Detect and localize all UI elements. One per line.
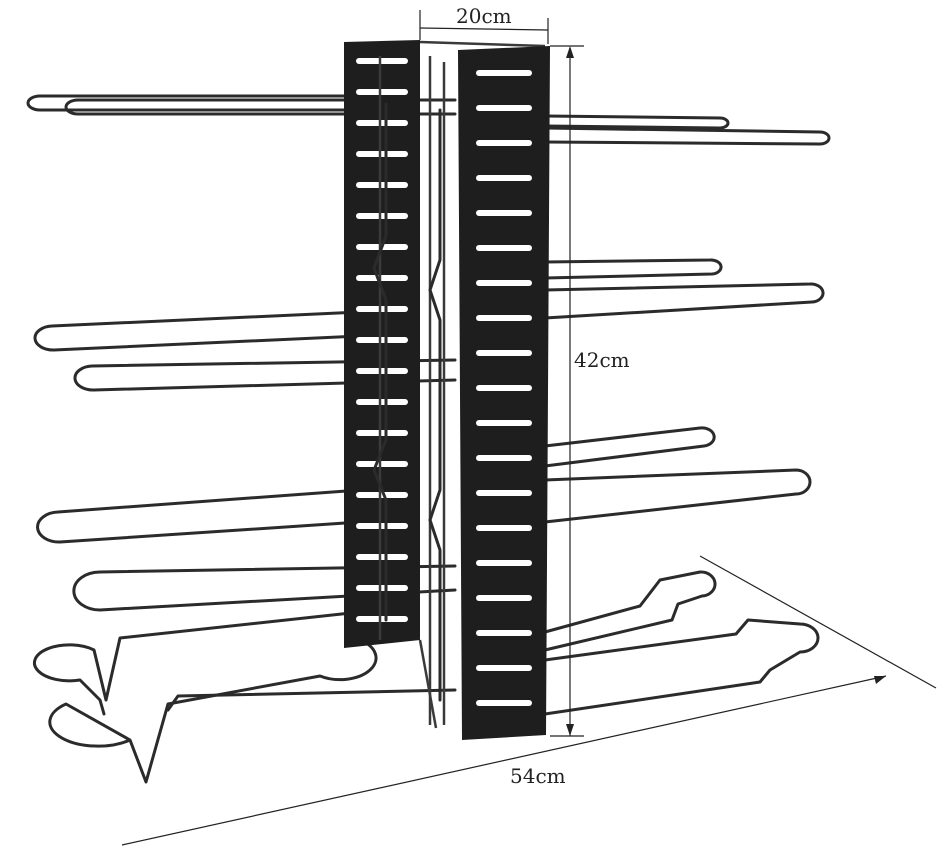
- height-label: 42cm: [574, 348, 630, 372]
- back-slot-13: [356, 461, 408, 467]
- front-slot-2: [476, 140, 532, 146]
- back-slot-4: [356, 182, 408, 188]
- front-slot-16: [476, 630, 532, 636]
- back-slot-1: [356, 89, 408, 95]
- right-arm-loop-4: [543, 282, 825, 320]
- dimension-lines: [121, 10, 937, 846]
- left-arm-hook-2: [48, 638, 378, 784]
- right-arm-loop-5: [543, 426, 716, 468]
- back-slot-14: [356, 492, 408, 498]
- adjuster-rod-2: [428, 108, 442, 702]
- front-slot-7: [476, 315, 532, 321]
- back-slot-12: [356, 430, 408, 436]
- front-slot-5: [476, 245, 532, 251]
- back-slot-3: [356, 151, 408, 157]
- front-slot-14: [476, 560, 532, 566]
- right-arm-loop-6: [543, 468, 812, 524]
- left-arm-loop-4: [73, 358, 457, 392]
- right-arm-loop-1: [543, 114, 730, 130]
- back-panel: [344, 40, 420, 648]
- frame-rods: [372, 40, 546, 729]
- front-slot-4: [476, 210, 532, 216]
- back-slot-11: [356, 399, 408, 405]
- back-slot-16: [356, 554, 408, 560]
- right-shelf-arms: [543, 114, 831, 716]
- depth-dimension-line: [121, 675, 887, 846]
- left-arm-loop-2: [64, 98, 457, 116]
- front-slot-11: [476, 455, 532, 461]
- right-arm-hook-2: [543, 618, 820, 716]
- back-slot-17: [356, 585, 408, 591]
- back-slot-2: [356, 120, 408, 126]
- front-slot-18: [476, 700, 532, 706]
- width-dimension-line: [419, 27, 549, 31]
- right-arm-hook-1: [543, 570, 717, 652]
- back-slot-7: [356, 275, 408, 281]
- front-panel: [458, 46, 550, 740]
- left-arm-hook-3: [166, 688, 457, 712]
- front-slot-12: [476, 490, 532, 496]
- left-arm-loop-1: [26, 94, 362, 112]
- front-slot-3: [476, 175, 532, 181]
- left-arm-loop-3: [33, 310, 362, 352]
- back-slot-0: [356, 58, 408, 64]
- left-arm-loop-5: [36, 488, 362, 544]
- back-slot-8: [356, 306, 408, 312]
- front-slot-9: [476, 385, 532, 391]
- front-slot-6: [476, 280, 532, 286]
- front-slot-15: [476, 595, 532, 601]
- back-slot-15: [356, 523, 408, 529]
- adjuster-rod-1: [372, 102, 388, 622]
- front-slot-0: [476, 70, 532, 76]
- back-panel-slots: [356, 58, 408, 622]
- front-slot-17: [476, 665, 532, 671]
- right-arm-loop-3: [543, 258, 723, 280]
- left-arm-hook-1: [33, 610, 362, 716]
- back-slot-10: [356, 368, 408, 374]
- back-slot-18: [356, 616, 408, 622]
- front-slot-1: [476, 105, 532, 111]
- front-slot-13: [476, 525, 532, 531]
- width-label: 20cm: [456, 4, 512, 28]
- back-slot-5: [356, 213, 408, 219]
- depth-label: 54cm: [510, 764, 566, 788]
- back-slot-9: [356, 337, 408, 343]
- front-panel-slots: [476, 70, 532, 706]
- left-arm-loop-6: [72, 564, 457, 612]
- left-shelf-arms: [26, 94, 457, 784]
- front-slot-10: [476, 420, 532, 426]
- right-arm-loop-2: [543, 126, 831, 146]
- front-slot-8: [476, 350, 532, 356]
